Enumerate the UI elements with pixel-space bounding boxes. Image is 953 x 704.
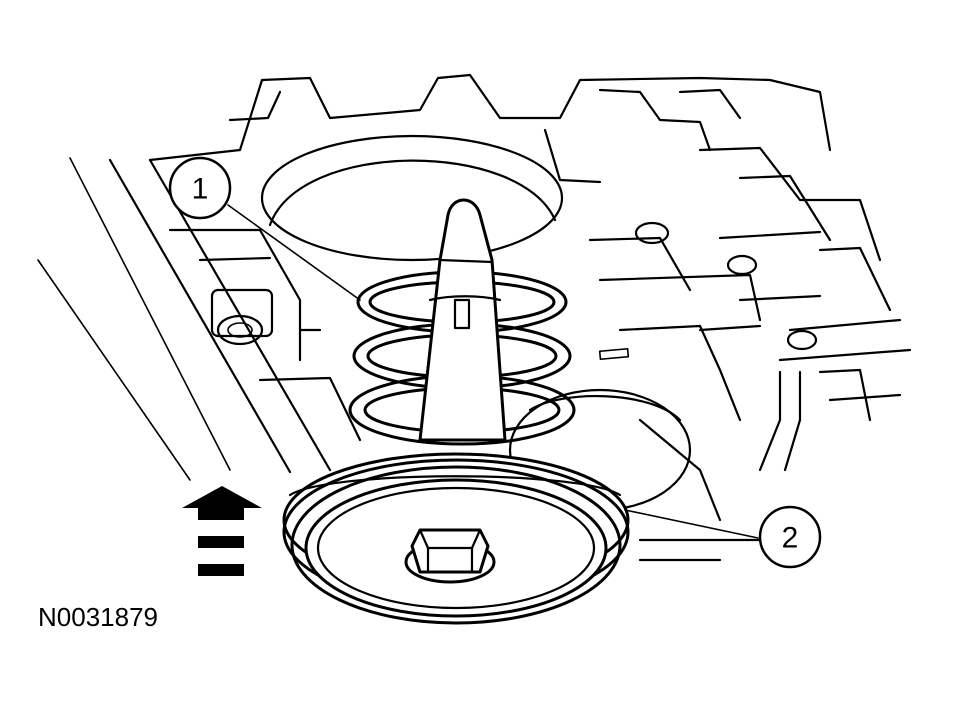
housing-casting: [37, 73, 912, 562]
figure-id: N0031879: [38, 602, 158, 632]
callout-2-label: 2: [782, 522, 799, 555]
callout-1: 1: [168, 156, 232, 220]
bolt: [404, 528, 496, 584]
guide-pin: [418, 198, 507, 442]
callout-1-label: 1: [192, 173, 209, 206]
leader-lines: [227, 204, 759, 539]
direction-arrow-icon: [182, 486, 262, 576]
callout-2: 2: [758, 505, 822, 569]
